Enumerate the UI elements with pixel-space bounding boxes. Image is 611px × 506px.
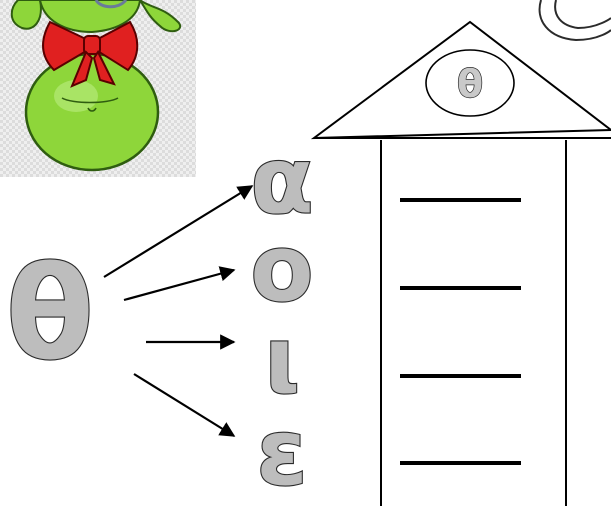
partial-outlined-letter-icon: [538, 0, 611, 42]
vowel-alpha: α: [250, 127, 313, 234]
frog-character-icon: [0, 0, 196, 177]
arrow-to-omicron: [123, 266, 236, 302]
vowel-iota: ι: [264, 307, 300, 414]
arrow-to-alpha: [103, 185, 254, 278]
roof-letter-circle: [425, 49, 515, 117]
source-letter: θ: [6, 240, 94, 389]
vowel-epsilon: ε: [256, 399, 307, 506]
arrow-to-epsilon: [133, 373, 236, 437]
vowel-omicron: ο: [250, 215, 313, 322]
roof-letter: θ: [457, 62, 483, 106]
